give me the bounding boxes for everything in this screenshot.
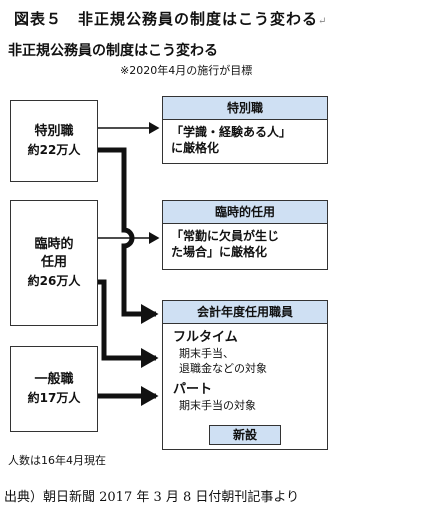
parttime-title: パート	[173, 382, 213, 397]
right-box-special-header: 特別職	[163, 97, 327, 120]
right-box-special-body: 「学識・経験ある人」 に厳格化	[171, 125, 292, 155]
target-note: ※2020年4月の施行が目標	[120, 64, 253, 77]
right-box-temporary-header: 臨時的任用	[163, 201, 327, 224]
arrow-temporary-to-fiscal	[98, 279, 159, 368]
left-box-special: 特別職 約22万人	[10, 100, 98, 182]
footnote: 人数は16年4月現在	[8, 454, 106, 467]
right-box-temporary-body: 「常勤に欠員が生じ た場合」に厳格化	[171, 229, 280, 259]
fulltime-title: フルタイム	[173, 330, 238, 345]
right-box-fiscal-header: 会計年度任用職員	[163, 301, 327, 324]
left-box-special-title: 特別職	[34, 124, 74, 139]
left-box-special-count: 約22万人	[27, 143, 81, 157]
left-box-general: 一般職 約17万人	[10, 346, 98, 432]
right-box-special: 特別職 「学識・経験ある人」 に厳格化	[162, 96, 328, 164]
source-text: 出典）朝日新聞 2017 年 3 月 8 日付朝刊記事より	[4, 490, 300, 505]
fulltime-body: 期末手当、 退職金などの対象	[179, 347, 267, 375]
left-box-general-title: 一般職	[34, 372, 74, 387]
source-citation: 出典）朝日新聞 2017 年 3 月 8 日付朝刊記事より	[4, 486, 299, 505]
arrow-special-to-fiscal	[98, 147, 159, 324]
diagram-subtitle: 非正規公務員の制度はこう変わる	[8, 43, 218, 59]
new-badge: 新設	[209, 425, 281, 445]
left-box-temporary: 臨時的 任用 約26万人	[10, 200, 98, 326]
left-box-temporary-count: 約26万人	[27, 274, 81, 288]
figure-title: 図表５ 非正規公務員の制度はこう変わる↵	[14, 10, 328, 28]
left-box-general-count: 約17万人	[27, 391, 81, 405]
left-box-temporary-title: 臨時的 任用	[34, 237, 74, 270]
right-box-temporary: 臨時的任用 「常勤に欠員が生じ た場合」に厳格化	[162, 200, 328, 270]
right-box-fiscal: 会計年度任用職員 フルタイム 期末手当、 退職金などの対象 パート 期末手当の対…	[162, 300, 328, 450]
parttime-body: 期末手当の対象	[179, 399, 256, 412]
